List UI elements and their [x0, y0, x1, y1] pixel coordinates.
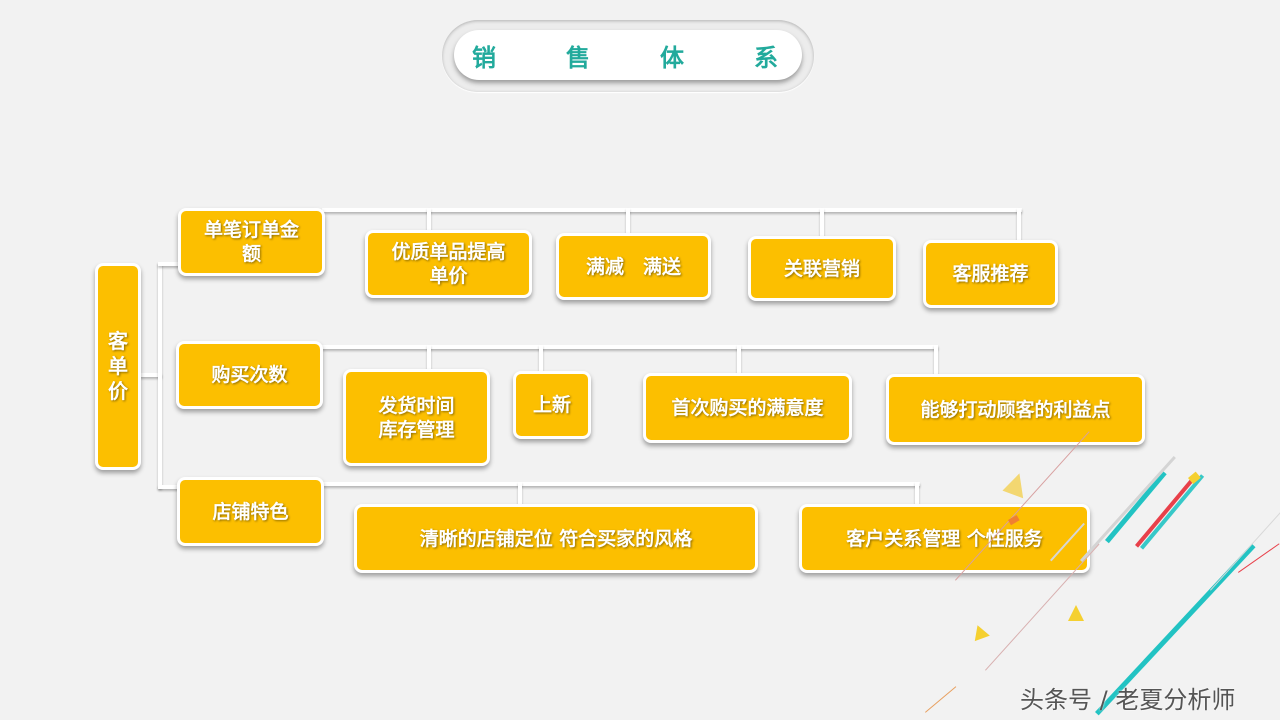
title-char: 系 [754, 43, 778, 72]
leaf-crm-personalized: 客户关系管理 个性服务 [799, 504, 1090, 573]
title-char: 销 [472, 43, 496, 72]
title-char: 售 [566, 43, 590, 72]
leaf-discount-gift: 满减 满送 [556, 233, 711, 300]
title-char: 体 [660, 43, 684, 72]
root-node-customer-unit-price: 客 单 价 [95, 263, 141, 470]
branch-store-features: 店铺特色 [177, 477, 324, 546]
leaf-store-positioning: 清晰的店铺定位 符合买家的风格 [354, 504, 758, 573]
leaf-quality-item: 优质单品提高 单价 [365, 230, 532, 298]
page-title: 销 售 体 系 [454, 30, 802, 80]
leaf-customer-benefit-points: 能够打动顾客的利益点 [886, 374, 1145, 445]
leaf-new-arrivals: 上新 [513, 371, 591, 439]
leaf-related-marketing: 关联营销 [748, 236, 896, 301]
leaf-shipping-inventory: 发货时间 库存管理 [343, 369, 490, 466]
branch-purchase-count: 购买次数 [176, 341, 323, 409]
leaf-first-purchase-satisfaction: 首次购买的满意度 [643, 373, 852, 443]
watermark: 头条号 / 老夏分析师 [1020, 686, 1236, 714]
branch-order-amount: 单笔订单金 额 [178, 208, 325, 276]
leaf-service-recommend: 客服推荐 [923, 240, 1058, 308]
